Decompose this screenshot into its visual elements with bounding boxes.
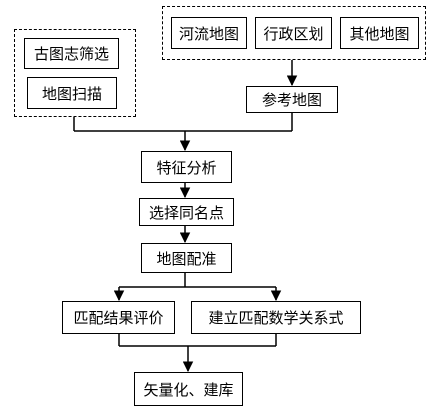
matching-evaluation-box: 匹配结果评价	[62, 301, 175, 334]
feature-analysis-box: 特征分析	[141, 151, 232, 183]
reference-map-box: 参考地图	[246, 86, 338, 113]
map-scanning-box: 地图扫描	[27, 77, 117, 109]
map-type-group	[162, 6, 426, 60]
scan-source-group	[14, 29, 136, 117]
river-map-box: 河流地图	[171, 17, 247, 49]
vectorize-database-box: 矢量化、建库	[134, 372, 243, 406]
map-registration-box: 地图配准	[141, 243, 232, 273]
matching-equation-box: 建立匹配数学关系式	[191, 301, 361, 334]
other-map-box: 其他地图	[340, 17, 419, 49]
admin-division-box: 行政区划	[255, 17, 332, 49]
select-homonymous-points-box: 选择同名点	[139, 198, 234, 226]
ancient-map-screening-box: 古图志筛选	[24, 38, 119, 69]
